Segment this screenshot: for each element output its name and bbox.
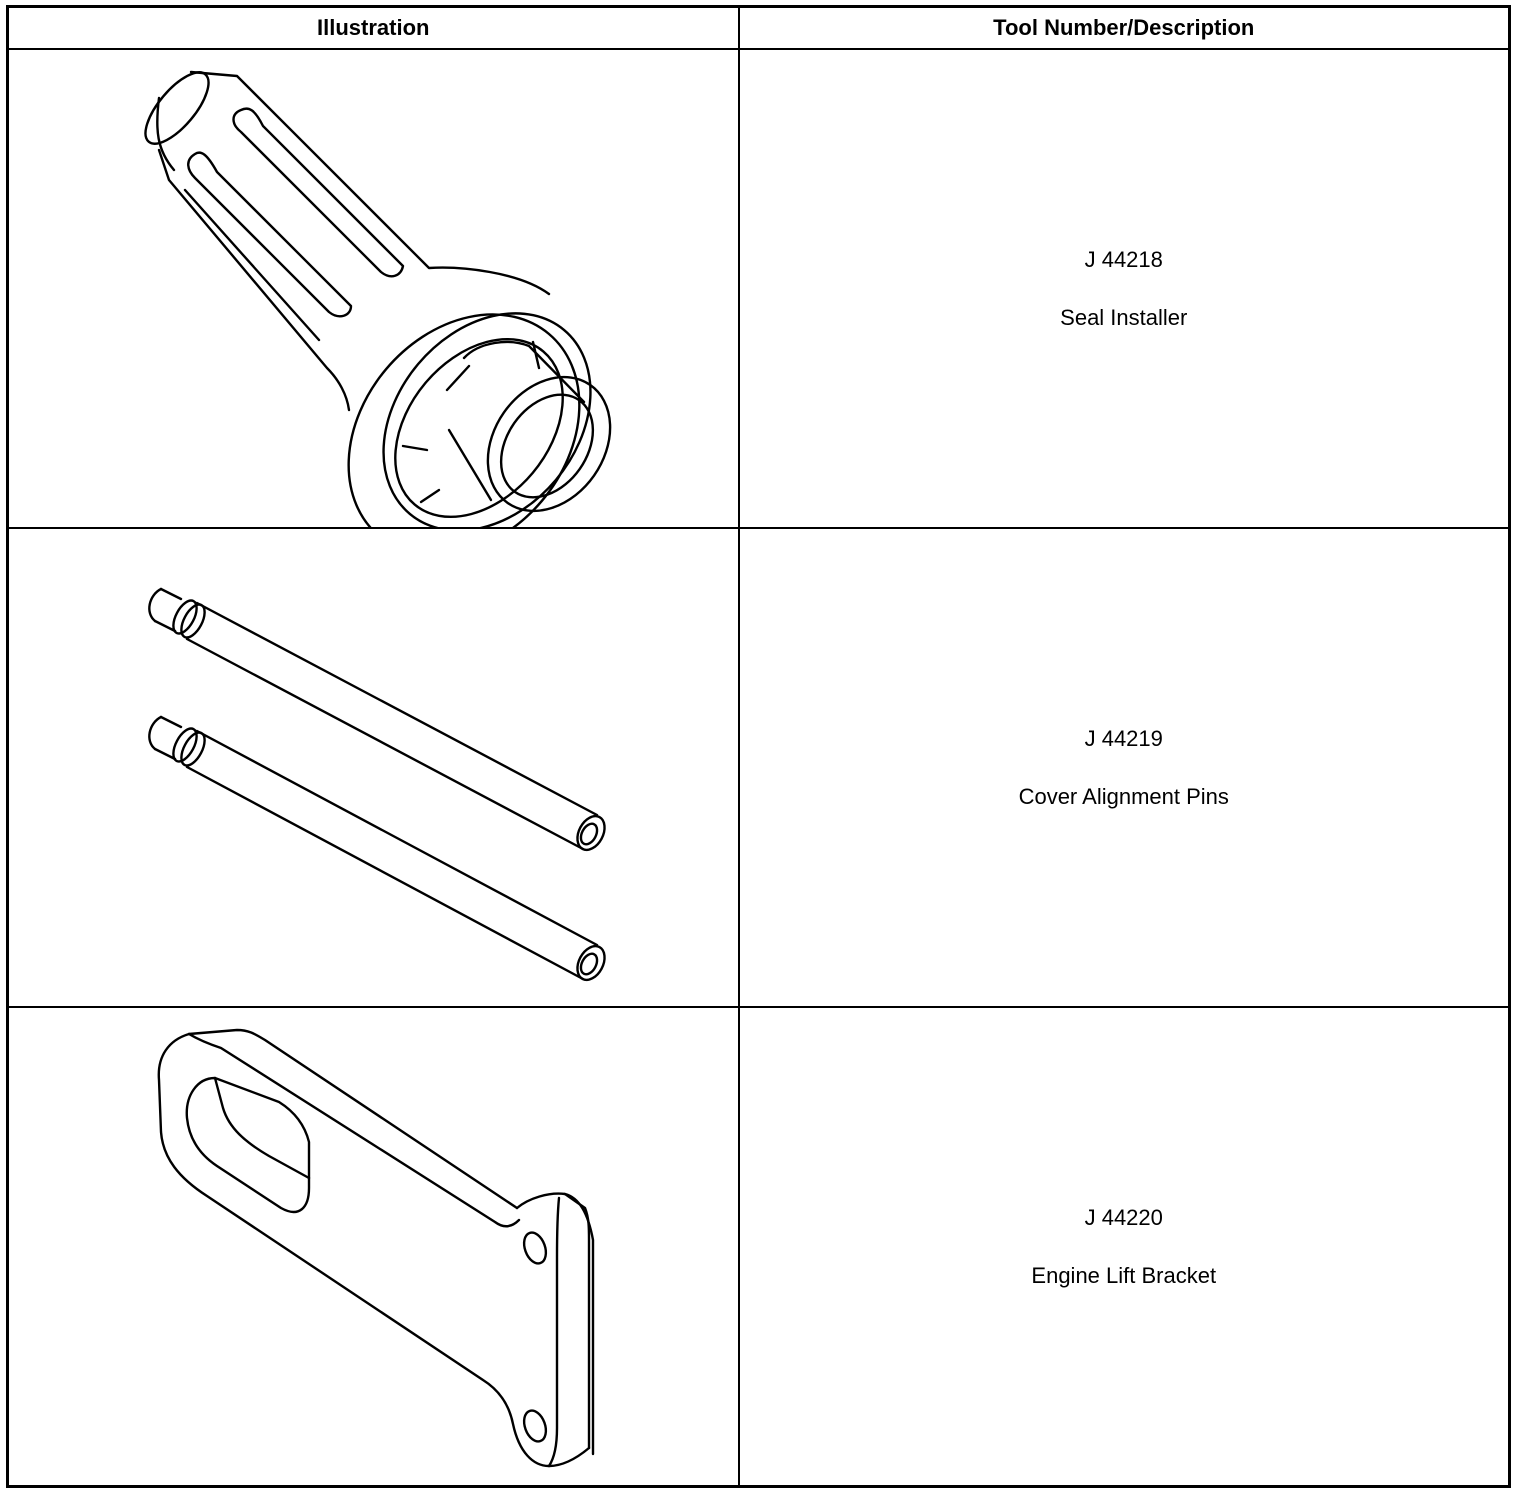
alignment-pins-drawing bbox=[148, 587, 606, 982]
tool-table: Illustration Tool Number/Description bbox=[6, 5, 1511, 1488]
header-tool-description: Tool Number/Description bbox=[737, 5, 1511, 50]
tool-name: Engine Lift Bracket bbox=[1031, 1262, 1217, 1288]
illustration-cell bbox=[6, 527, 740, 1008]
header-illustration: Illustration bbox=[6, 5, 740, 50]
table-row: J 44218 Seal Installer bbox=[6, 48, 1511, 529]
header-row: Illustration Tool Number/Description bbox=[6, 5, 1511, 50]
description-cell: J 44219 Cover Alignment Pins bbox=[737, 527, 1511, 1008]
tool-number: J 44218 bbox=[1084, 246, 1163, 272]
tool-number: J 44219 bbox=[1084, 725, 1163, 751]
description-cell: J 44220 Engine Lift Bracket bbox=[737, 1006, 1511, 1488]
lift-bracket-drawing bbox=[157, 1028, 595, 1468]
description-cell: J 44218 Seal Installer bbox=[737, 48, 1511, 529]
tool-name: Cover Alignment Pins bbox=[1018, 783, 1229, 809]
illustration-cell bbox=[6, 1006, 740, 1488]
illustration-cell bbox=[6, 48, 740, 529]
tool-number: J 44220 bbox=[1084, 1204, 1163, 1230]
table-row: J 44220 Engine Lift Bracket bbox=[6, 1006, 1511, 1488]
seal-installer-drawing bbox=[144, 70, 612, 527]
table-row: J 44219 Cover Alignment Pins bbox=[6, 527, 1511, 1008]
tool-name: Seal Installer bbox=[1060, 304, 1188, 330]
